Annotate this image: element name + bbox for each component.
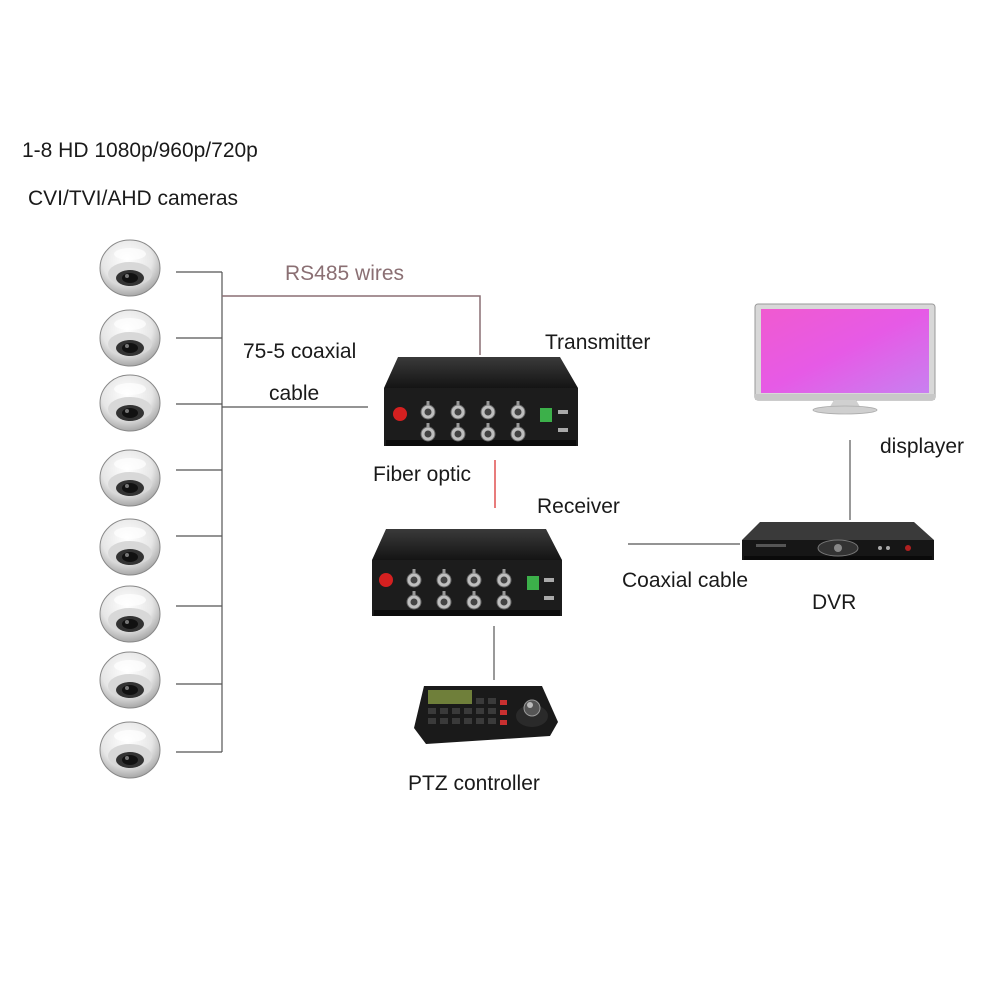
dome-camera-icon <box>99 721 161 779</box>
monitor-icon <box>754 303 936 415</box>
camera-bus <box>176 271 368 753</box>
dome-camera-icon <box>99 374 161 432</box>
camera-icons <box>99 239 161 779</box>
dome-camera-icon <box>99 449 161 507</box>
rs485-wire <box>222 295 481 355</box>
dome-camera-icon <box>99 518 161 576</box>
camera-spec-label: 1-8 HD 1080p/960p/720p <box>22 139 258 162</box>
dome-camera-icon <box>99 239 161 297</box>
dvr-label: DVR <box>812 591 857 614</box>
coaxial-cable-label-line2: cable <box>269 382 320 405</box>
ptz-controller-icon <box>414 686 558 744</box>
displayer-label: displayer <box>880 435 965 458</box>
fiber-optic-label: Fiber optic <box>373 463 472 486</box>
camera-type-label: CVI/TVI/AHD cameras <box>28 187 239 210</box>
receiver-icon <box>372 529 562 616</box>
dvr-icon <box>742 522 934 560</box>
ptz-controller-label: PTZ controller <box>408 772 540 795</box>
dome-camera-icon <box>99 585 161 643</box>
transmitter-icon <box>384 357 578 446</box>
coaxial-cable-label-line1: 75-5 coaxial <box>243 340 357 363</box>
coaxial-cable-dvr-label: Coaxial cable <box>622 569 749 592</box>
dome-camera-icon <box>99 651 161 709</box>
receiver-label: Receiver <box>537 495 620 518</box>
transmitter-label: Transmitter <box>545 331 651 354</box>
rs485-wires-label: RS485 wires <box>285 262 405 285</box>
dome-camera-icon <box>99 309 161 367</box>
